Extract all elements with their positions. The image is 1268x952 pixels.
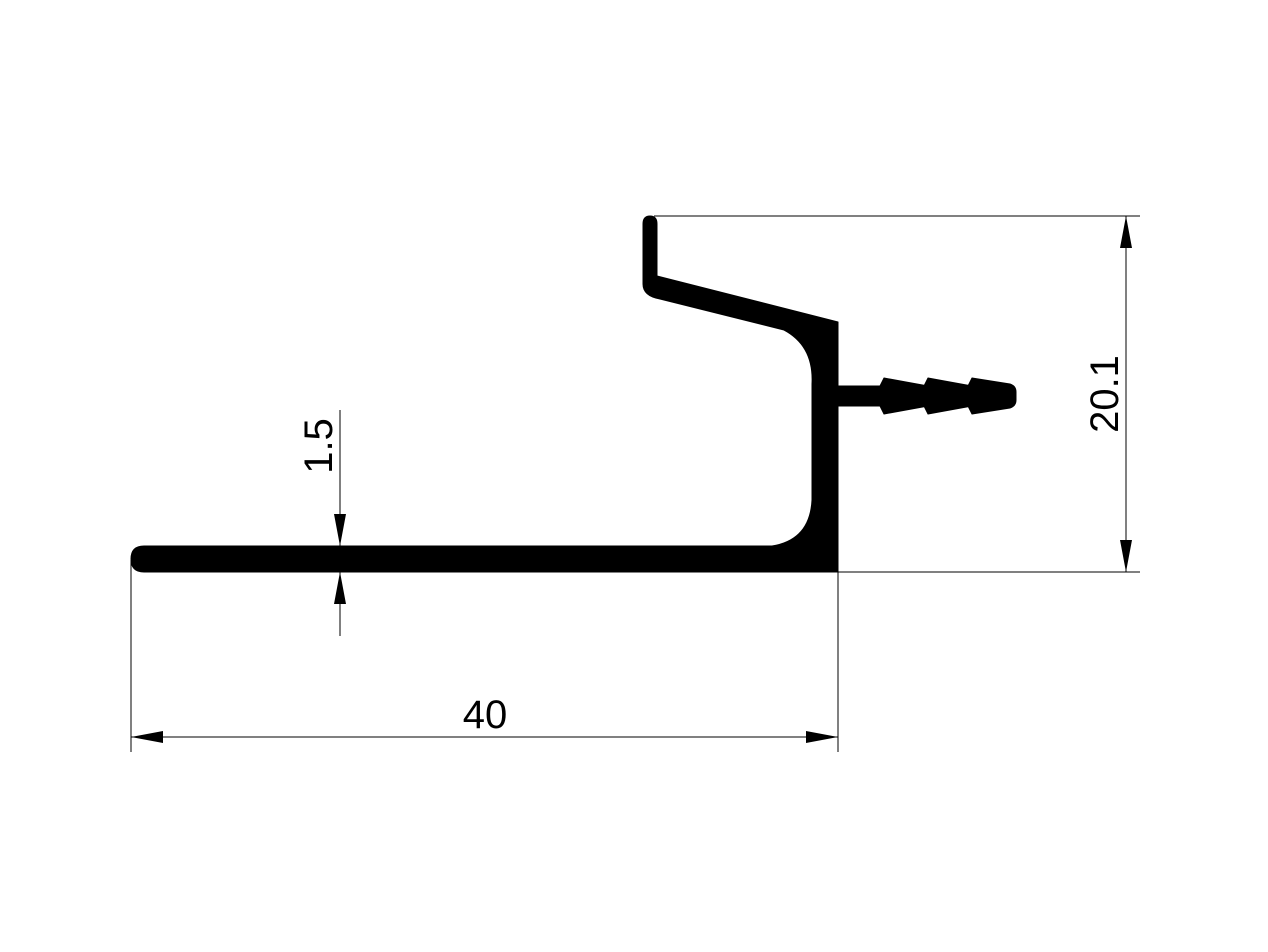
height-dimension: 20.1 bbox=[654, 215, 1140, 573]
thickness-dimension: 1.5 bbox=[297, 410, 346, 636]
arrow-up bbox=[1120, 216, 1132, 248]
barb-tooth-3 bbox=[967, 377, 1017, 415]
arrow-right bbox=[806, 731, 838, 743]
width-value: 40 bbox=[463, 693, 508, 737]
barb-tooth-2 bbox=[923, 377, 973, 415]
arrow-left bbox=[131, 731, 163, 743]
aluminium-profile bbox=[130, 215, 1017, 573]
width-dimension: 40 bbox=[130, 560, 839, 752]
arrow-up-thickness bbox=[334, 572, 346, 604]
arrow-down bbox=[1120, 540, 1132, 572]
barb-tooth-1 bbox=[879, 377, 929, 415]
height-value: 20.1 bbox=[1083, 355, 1127, 433]
arrow-down-thickness bbox=[334, 514, 346, 546]
base-flange bbox=[130, 215, 839, 573]
thickness-value: 1.5 bbox=[297, 418, 341, 474]
